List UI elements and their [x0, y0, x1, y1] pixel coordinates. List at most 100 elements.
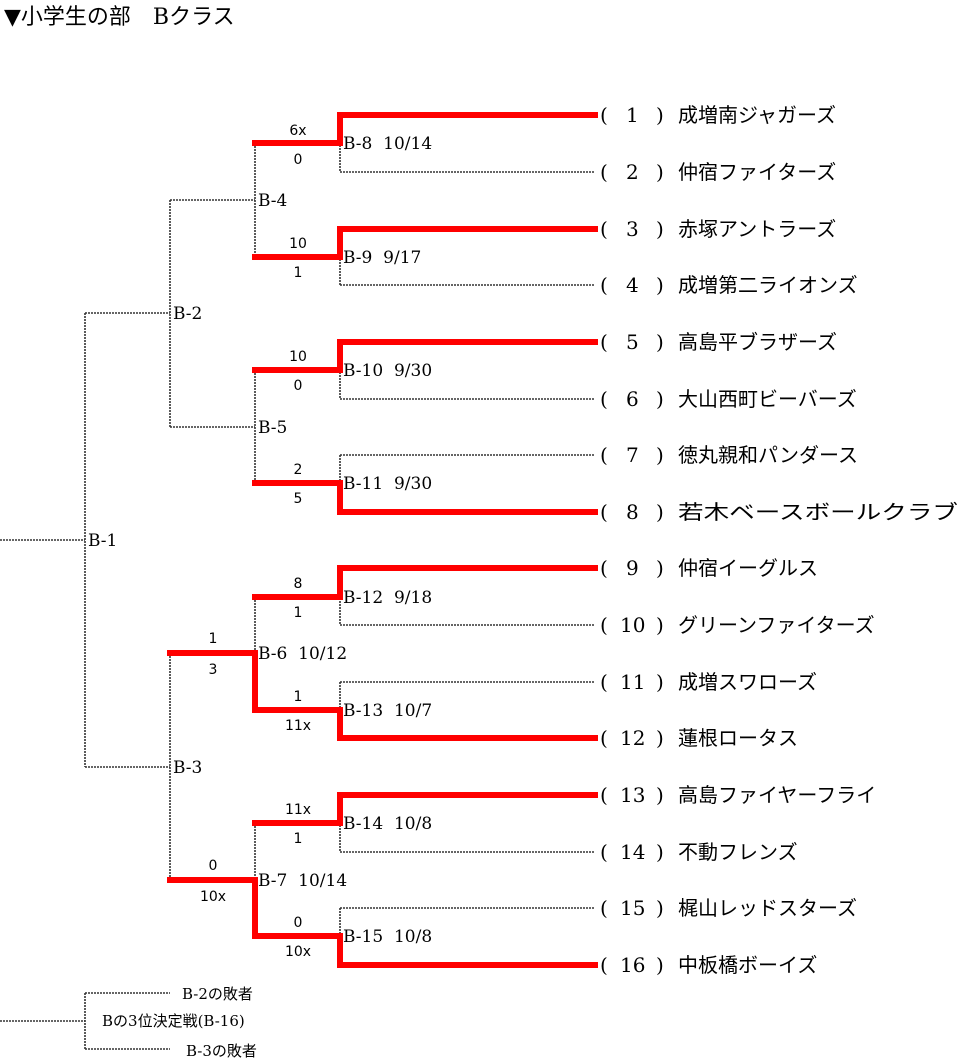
match-label-b9: B-9 9/17	[343, 248, 421, 268]
third-place-title: Bの3位決定戦(B-16)	[102, 1012, 245, 1030]
score-b9-bottom: 1	[294, 265, 303, 281]
match-label-b13: B-13 10/7	[343, 701, 432, 721]
score-b8-bottom: 0	[294, 152, 303, 168]
match-label-b6: B-6 10/12	[258, 644, 347, 664]
svg-text:(7): (7)	[600, 443, 664, 467]
team-entry: (4) 成増第二ライオンズ	[600, 273, 858, 297]
team-entry: (10) グリーンファイターズ	[600, 613, 875, 637]
team-number: 8	[626, 500, 639, 524]
team-entry: (15) 梶山レッドスターズ	[600, 896, 857, 920]
score-b11-top: 2	[294, 462, 303, 478]
team-number: 2	[626, 160, 639, 184]
match-label-b1: B-1	[88, 531, 117, 551]
team-number: 15	[620, 896, 645, 920]
team-name: 若木ベースボールクラブ	[678, 500, 958, 524]
team-name: 高島ファイヤーフライ	[678, 783, 876, 807]
svg-text:(8): (8)	[600, 500, 664, 524]
team-number: 3	[626, 217, 639, 241]
team-list: (1) 成増南ジャガーズ (2) 仲宿ファイターズ (3) 赤塚アントラーズ (…	[600, 103, 958, 977]
svg-text:(5): (5)	[600, 330, 664, 354]
team-name: 徳丸親和パンダース	[678, 443, 858, 467]
svg-text:(1): (1)	[600, 103, 664, 127]
team-entry: (6) 大山西町ビーバーズ	[600, 387, 857, 411]
team-entry: (13) 高島ファイヤーフライ	[600, 783, 876, 807]
score-b14-bottom: 1	[294, 831, 303, 847]
score-b10-top: 10	[289, 349, 307, 365]
team-entry: (9) 仲宿イーグルス	[600, 556, 818, 580]
match-labels: B-8 10/14 6x 0 B-9 9/17 10 1 B-10 9/30 1…	[88, 123, 432, 960]
score-b6-top: 1	[209, 631, 218, 647]
team-number: 16	[620, 953, 645, 977]
match-label-b5: B-5	[258, 418, 287, 438]
third-place-top-label: B-2の敗者	[182, 985, 253, 1003]
team-name: 仲宿ファイターズ	[678, 160, 836, 184]
match-label-b7: B-7 10/14	[258, 871, 347, 891]
match-label-b15: B-15 10/8	[343, 927, 432, 947]
svg-text:(10): (10)	[600, 613, 664, 637]
score-b13-bottom: 11x	[285, 718, 311, 734]
match-label-b12: B-12 9/18	[343, 588, 432, 608]
score-b8-top: 6x	[289, 123, 306, 139]
svg-text:(14): (14)	[600, 840, 664, 864]
team-number: 13	[620, 783, 645, 807]
team-entry: (5) 高島平ブラザーズ	[600, 330, 837, 354]
score-b15-top: 0	[294, 915, 303, 931]
svg-text:(12): (12)	[600, 726, 664, 750]
score-b7-bottom: 10x	[200, 889, 226, 905]
team-name: 仲宿イーグルス	[678, 556, 818, 580]
team-entry: (3) 赤塚アントラーズ	[600, 217, 836, 241]
team-name: 蓮根ロータス	[678, 726, 798, 750]
score-b10-bottom: 0	[294, 378, 303, 394]
match-label-b11: B-11 9/30	[343, 474, 432, 494]
team-number: 6	[626, 387, 639, 411]
svg-text:(4): (4)	[600, 273, 664, 297]
svg-text:(3): (3)	[600, 217, 664, 241]
page-title: ▼小学生の部 Bクラス	[4, 5, 235, 30]
svg-text:(6): (6)	[600, 387, 664, 411]
third-place-bottom-label: B-3の敗者	[186, 1042, 257, 1060]
score-b13-top: 1	[294, 689, 303, 705]
score-b12-top: 8	[294, 576, 303, 592]
team-number: 7	[626, 443, 639, 467]
match-label-b2: B-2	[173, 304, 202, 324]
team-name: グリーンファイターズ	[678, 613, 875, 637]
score-b6-bottom: 3	[209, 662, 218, 678]
winner-paths	[167, 112, 598, 968]
team-number: 12	[620, 726, 645, 750]
team-number: 9	[626, 556, 639, 580]
team-entry: (11) 成増スワローズ	[600, 670, 817, 694]
score-b14-top: 11x	[285, 802, 311, 818]
team-name: 成増スワローズ	[678, 670, 817, 694]
team-entry: (1) 成増南ジャガーズ	[600, 103, 836, 127]
team-entry: (12) 蓮根ロータス	[600, 726, 798, 750]
score-b9-top: 10	[289, 236, 307, 252]
svg-text:(2): (2)	[600, 160, 664, 184]
third-place-match: B-2の敗者 Bの3位決定戦(B-16) B-3の敗者	[102, 985, 257, 1060]
team-entry: (14) 不動フレンズ	[600, 840, 798, 864]
team-number: 11	[620, 670, 645, 694]
svg-text:(11): (11)	[600, 670, 664, 694]
match-label-b8: B-8 10/14	[343, 134, 432, 154]
team-number: 10	[620, 613, 645, 637]
team-number: 1	[626, 103, 639, 127]
score-b11-bottom: 5	[294, 491, 303, 507]
team-number: 4	[626, 273, 639, 297]
team-name: 高島平ブラザーズ	[678, 330, 837, 354]
svg-text:(13): (13)	[600, 783, 664, 807]
team-name: 大山西町ビーバーズ	[678, 387, 857, 411]
team-entry: (7) 徳丸親和パンダース	[600, 443, 858, 467]
match-label-b14: B-14 10/8	[343, 814, 432, 834]
team-number: 5	[626, 330, 639, 354]
team-name: 梶山レッドスターズ	[678, 896, 857, 920]
svg-text:(15): (15)	[600, 896, 664, 920]
match-label-b10: B-10 9/30	[343, 361, 432, 381]
score-b15-bottom: 10x	[285, 944, 311, 960]
team-entry: (8) 若木ベースボールクラブ	[600, 500, 958, 524]
svg-text:(9): (9)	[600, 556, 664, 580]
match-label-b4: B-4	[258, 191, 287, 211]
match-label-b3: B-3	[173, 758, 202, 778]
team-name: 不動フレンズ	[678, 840, 798, 864]
team-name: 中板橋ボーイズ	[678, 953, 817, 977]
score-b12-bottom: 1	[294, 605, 303, 621]
